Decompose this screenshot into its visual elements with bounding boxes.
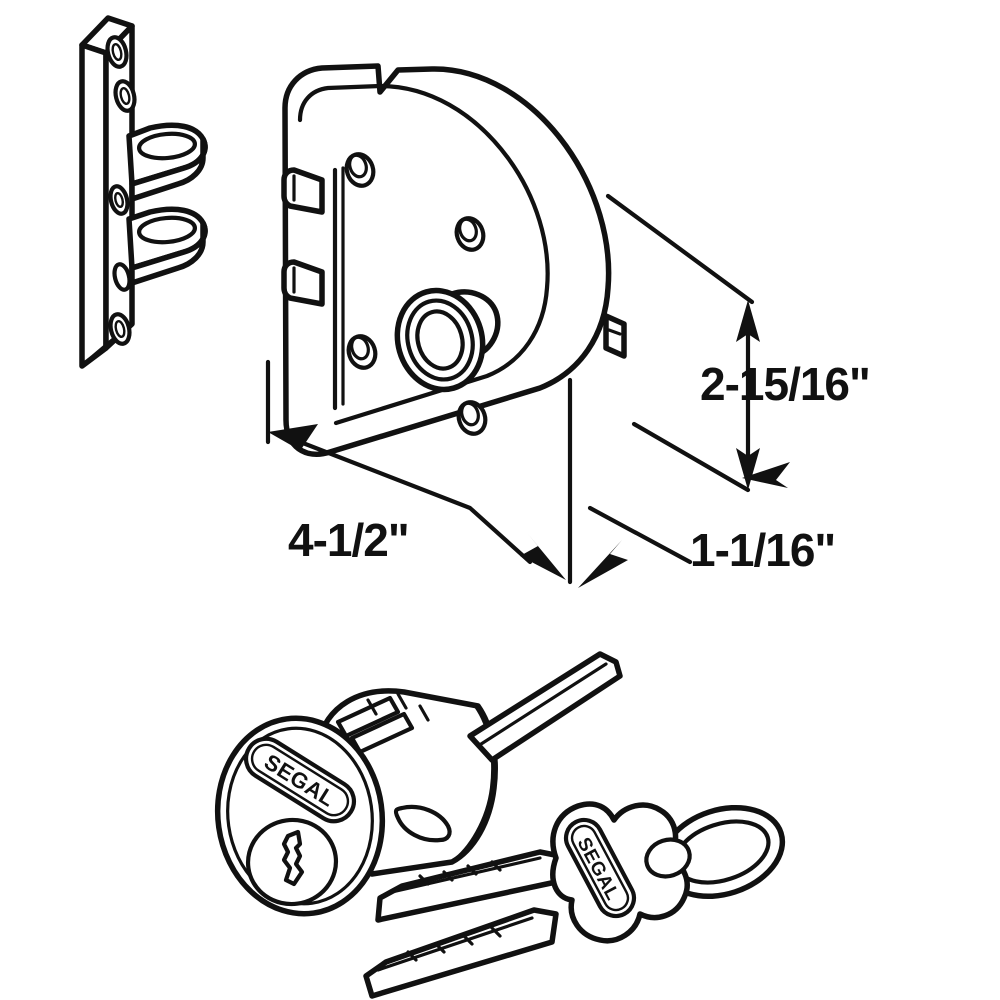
lock-body-top-step [376,64,382,94]
key-blade-front-groove [376,916,534,972]
dim-thickness-arrowhead-lower [578,540,628,588]
key-blade-rear-cuts [418,860,502,886]
lock-body-slot-upper [281,167,325,215]
dimension-width-group: 4-1/2" [265,359,573,585]
lock-body-right-notch-detail [607,328,622,336]
cylinder-tailpiece-edge [476,662,608,748]
strike-screw-hole-5-inner [114,319,126,339]
dim-height-arrowhead-up [736,300,760,342]
strike-screw-hole-2-inner [119,86,131,106]
dimension-height-group: 2-15/16" [605,193,871,493]
strike-screw-hole-1-inner [111,42,123,62]
lock-body-slot-lower [281,259,325,307]
keys-assembly: SEGAL [363,801,786,999]
lock-body-assembly [281,63,627,457]
cylinder-rib-detail-1 [366,698,378,716]
dim-height-leader-lower [631,421,751,493]
dim-thickness-arrowhead-upper [742,462,790,488]
cylinder-keyway-slot [281,829,305,887]
lock-body-cylinder-collar [394,287,501,393]
badge-outline-inner [250,743,350,817]
strike-screw-hole-3-inner [114,191,124,209]
mounting-hole-3-bore [350,335,370,361]
dim-height-leader-upper [605,193,755,305]
strike-plate-side-edge [79,42,109,369]
mounting-hole-4-bore [460,401,480,427]
key-blade-front [363,907,559,999]
rim-cylinder-assembly: SEGAL [214,651,623,917]
collar-bore [415,309,465,371]
lock-body-right-notch [603,313,627,359]
dim-width-arrowhead-right [520,534,566,580]
strike-loop-lower-front [129,220,208,286]
dimension-label-thickness: 1-1/16" [690,524,835,576]
dim-height-arrowhead-down [736,448,760,490]
dimension-label-height: 2-15/16" [700,358,870,410]
strike-screw-hole-4 [112,262,132,292]
strike-loop-upper-front [129,136,208,202]
cylinder-barrel-groove [393,804,452,843]
dimension-label-width: 4-1/2" [288,514,409,566]
key-bow-ring-hole [644,837,692,879]
dim-width-leader [287,435,533,565]
strike-loop-lower-eye [136,215,198,245]
key-badge-outline-inner [570,824,630,912]
key-blade-front-cuts [406,926,502,962]
lock-body-mounting-holes [344,152,488,436]
mounting-hole-2-bore [458,217,478,243]
key-blade-rear-groove [390,856,542,894]
dimension-thickness-group: 1-1/16" [578,462,836,588]
mounting-hole-1-bore [348,153,368,179]
lock-body-inner-contour [297,83,550,426]
dim-width-arrowhead-left [268,424,318,456]
dim-thickness-leader [587,505,693,565]
cylinder-rib-detail-2 [396,692,408,710]
cylinder-rib-detail-3 [418,704,430,722]
strike-plate-assembly [79,15,208,369]
strike-loop-upper-eye [136,131,198,161]
